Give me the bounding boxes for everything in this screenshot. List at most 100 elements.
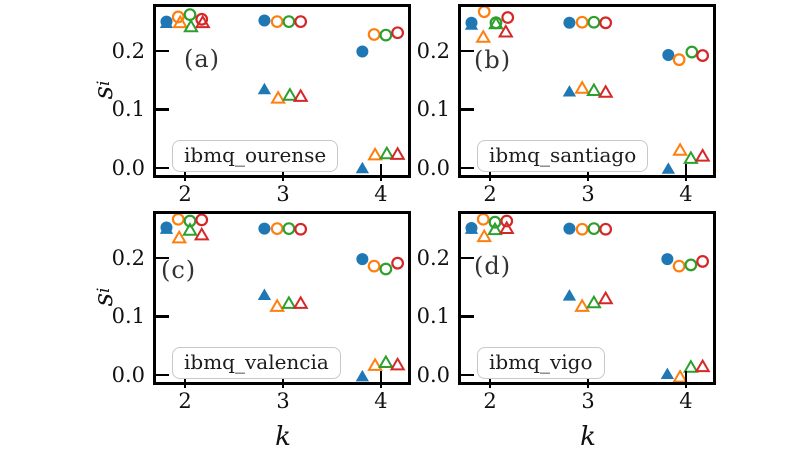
x-tick-label: 3 <box>276 182 290 206</box>
scatter-markers <box>159 214 406 382</box>
red-open-circle-marker <box>195 214 209 227</box>
blue-filled-triangle-marker <box>464 18 479 30</box>
x-tick <box>183 164 187 181</box>
panel-letter: (b) <box>474 46 512 74</box>
green-open-triangle-marker <box>683 150 699 164</box>
green-open-triangle-marker <box>683 359 699 373</box>
y-tick-label: 0.2 <box>111 38 145 63</box>
green-open-circle-marker <box>183 214 197 228</box>
green-open-triangle-marker <box>282 87 298 101</box>
red-open-triangle-marker <box>193 226 210 241</box>
y-tick-label: 0.2 <box>111 245 145 270</box>
green-open-circle-marker <box>282 15 296 29</box>
red-open-circle-marker <box>599 222 613 236</box>
green-open-circle-marker <box>183 8 197 22</box>
red-open-triangle-marker <box>498 220 515 234</box>
y-tick <box>461 256 474 260</box>
x-tick <box>684 371 688 388</box>
red-open-circle-marker <box>599 16 613 30</box>
red-open-circle-marker <box>501 11 515 24</box>
blue-filled-triangle-marker <box>661 162 675 174</box>
x-tick-label: 2 <box>483 389 497 413</box>
red-open-triangle-marker <box>292 295 309 309</box>
device-label-box: ibmq_ourense <box>172 140 339 172</box>
y-tick-label: 0.1 <box>111 304 145 329</box>
red-open-triangle-marker <box>389 146 406 160</box>
orange-open-triangle-marker <box>269 298 286 312</box>
x-tick <box>586 164 590 181</box>
blue-filled-triangle-marker <box>355 369 370 382</box>
blue-filled-triangle-marker <box>562 85 577 97</box>
blue-filled-circle-marker <box>563 222 576 235</box>
blue-filled-triangle-marker <box>660 367 675 380</box>
red-open-triangle-marker <box>694 358 711 373</box>
x-tick-label: 3 <box>581 389 595 413</box>
orange-open-circle-marker <box>171 10 185 24</box>
x-tick-label: 3 <box>276 389 290 413</box>
x-tick-label: 4 <box>374 389 388 413</box>
red-open-circle-marker <box>391 26 405 40</box>
blue-filled-triangle-marker <box>257 288 272 301</box>
green-open-triangle-marker <box>378 354 394 369</box>
y-tick-label: 0.2 <box>416 38 450 63</box>
orange-open-circle-marker <box>575 15 589 29</box>
scatter-markers <box>464 7 711 174</box>
green-open-circle-marker <box>379 28 393 42</box>
x-tick <box>488 164 492 181</box>
blue-filled-triangle-marker <box>159 16 174 29</box>
orange-open-circle-marker <box>270 15 284 29</box>
red-open-triangle-marker <box>597 290 614 305</box>
blue-filled-circle-marker <box>356 253 369 266</box>
panel-letter: (c) <box>161 256 197 284</box>
orange-open-triangle-marker <box>574 80 591 94</box>
red-open-triangle-marker <box>597 84 614 98</box>
green-open-triangle-marker <box>281 295 297 309</box>
orange-open-circle-marker <box>672 53 686 67</box>
device-label-box: ibmq_valencia <box>172 347 341 379</box>
scatter-markers <box>464 214 711 382</box>
green-open-circle-marker <box>282 222 296 236</box>
y-tick <box>461 49 474 53</box>
red-open-circle-marker <box>195 12 209 26</box>
device-label-box: ibmq_santiago <box>477 140 649 172</box>
x-tick-label: 4 <box>679 182 693 206</box>
green-open-circle-marker <box>379 262 393 276</box>
green-open-triangle-marker <box>586 82 602 97</box>
green-open-circle-marker <box>587 222 601 236</box>
orange-open-circle-marker <box>575 222 589 236</box>
blue-filled-triangle-marker <box>464 222 479 234</box>
device-label-box: ibmq_vigo <box>477 347 605 379</box>
orange-open-triangle-marker <box>172 14 189 29</box>
y-tick <box>156 108 169 111</box>
red-open-circle-marker <box>500 214 514 228</box>
y-tick-label: 0.0 <box>416 362 450 387</box>
orange-open-circle-marker <box>367 28 381 41</box>
x-tick <box>183 371 187 388</box>
panel-letter: (a) <box>184 45 221 73</box>
x-tick <box>281 371 285 388</box>
y-tick-label: 0.0 <box>416 155 450 180</box>
orange-open-triangle-marker <box>270 90 286 104</box>
red-open-triangle-marker <box>497 23 514 38</box>
blue-filled-triangle-marker <box>159 222 174 234</box>
green-open-triangle-marker <box>487 221 503 236</box>
x-tick <box>684 164 688 181</box>
y-tick <box>156 373 169 377</box>
x-tick <box>281 164 285 181</box>
green-open-circle-marker <box>488 215 502 229</box>
y-tick <box>461 373 474 377</box>
orange-open-circle-marker <box>477 7 491 19</box>
green-open-triangle-marker <box>378 145 395 160</box>
y-tick-label: 0.1 <box>111 97 145 122</box>
red-open-circle-marker <box>294 15 308 29</box>
green-open-circle-marker <box>684 258 698 272</box>
red-open-circle-marker <box>294 222 308 236</box>
red-open-circle-marker <box>391 256 405 270</box>
blue-filled-circle-marker <box>563 16 576 29</box>
orange-open-triangle-marker <box>574 298 591 312</box>
orange-open-circle-marker <box>171 214 185 226</box>
x-tick <box>379 164 383 181</box>
